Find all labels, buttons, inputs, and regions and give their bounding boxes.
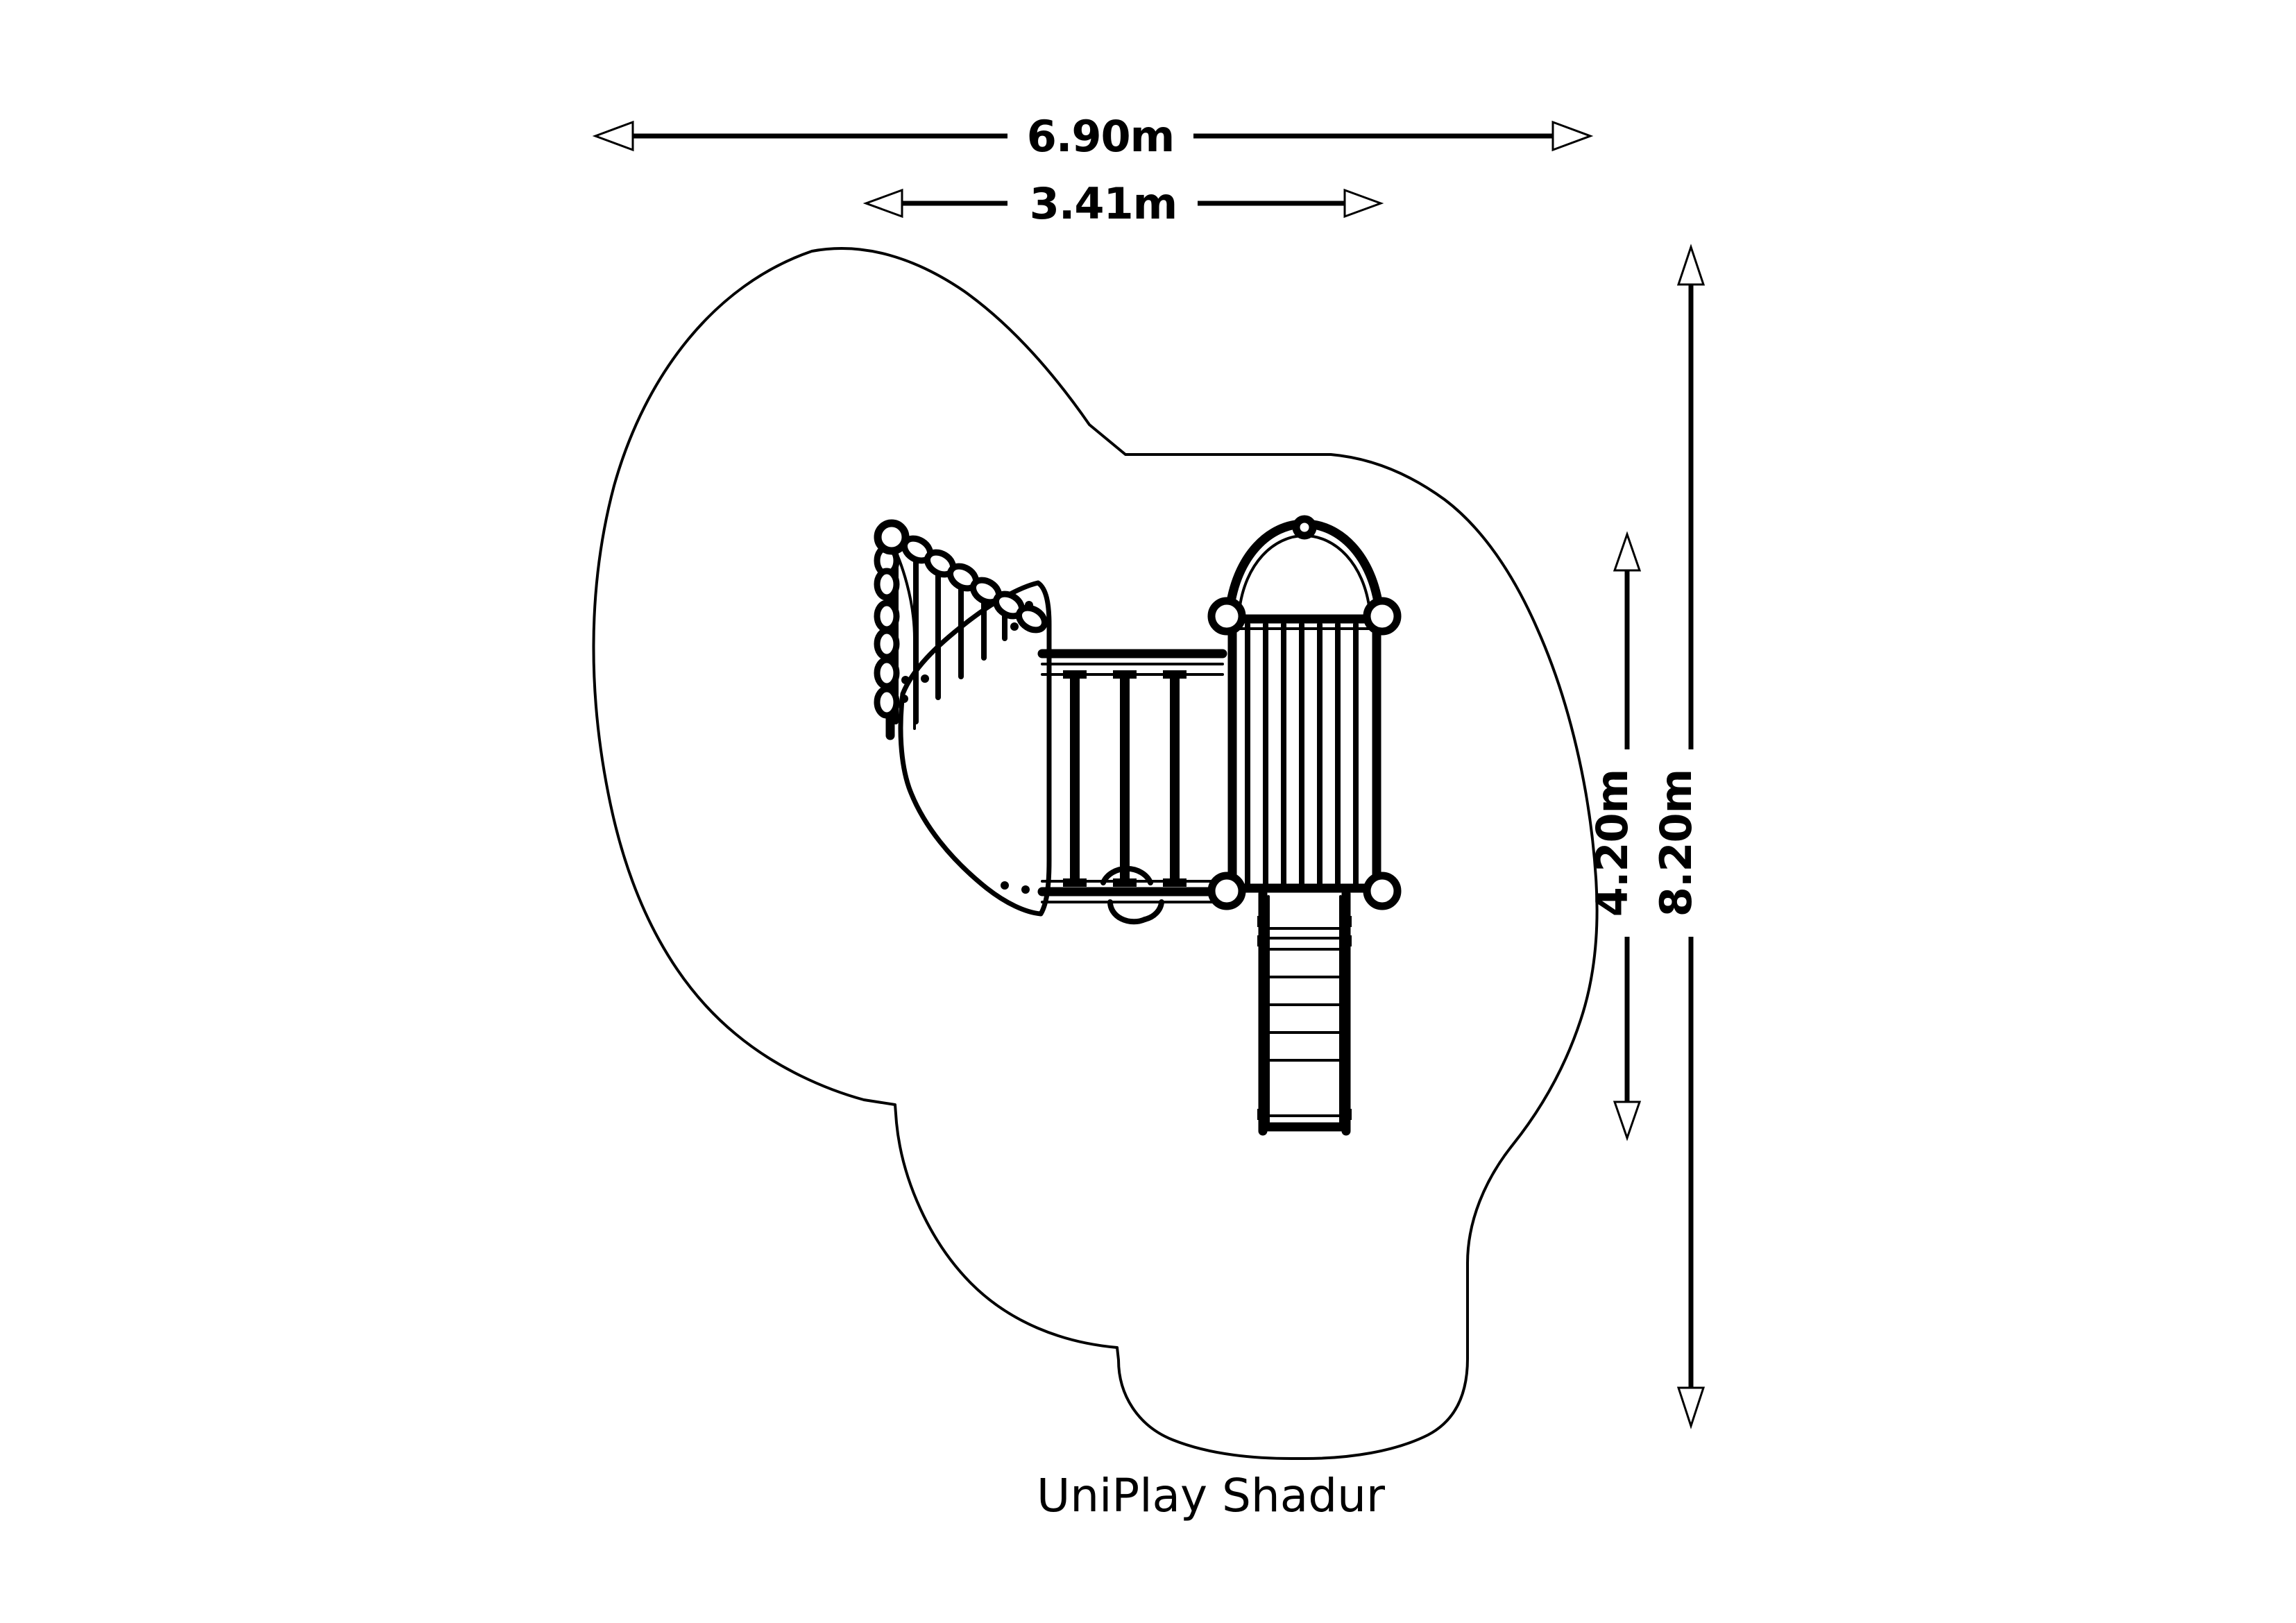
fixing-dot: [921, 674, 929, 683]
tower-node: [1207, 597, 1246, 636]
fixing-dot: [1010, 622, 1019, 631]
fixing-dot: [901, 676, 910, 684]
safety-zone-outline: [592, 247, 1599, 1460]
tower-deck-slats: [1245, 622, 1359, 890]
tower-node: [1207, 872, 1246, 910]
slide-chute: [1257, 889, 1352, 1136]
tower-with-arch: [1207, 515, 1402, 910]
bridge-bars: [1063, 670, 1187, 887]
arrow-down-icon: [1613, 1101, 1642, 1141]
arrow-right-icon: [1343, 188, 1384, 219]
rock-holds-vertical: [874, 544, 900, 719]
post-node: [874, 519, 910, 555]
arrow-up-icon: [1676, 244, 1706, 286]
dimension-equipment-width: 3.41m: [862, 178, 1384, 229]
rock-holds-angled: [901, 535, 1048, 634]
fixing-dot: [900, 695, 908, 703]
arrow-down-icon: [1676, 1386, 1706, 1429]
climbing-wall: [874, 519, 1052, 917]
dimension-overall-height-label: 8.20m: [1651, 770, 1701, 917]
dimension-overall-height: 8.20m: [1651, 244, 1706, 1429]
tower-node: [1363, 597, 1402, 636]
arrow-up-icon: [1613, 531, 1642, 572]
arrow-left-icon: [592, 120, 634, 152]
slide-rungs: [1261, 927, 1347, 1117]
arrow-left-icon: [862, 188, 903, 219]
dimension-equipment-width-label: 3.41m: [1030, 178, 1177, 229]
arrow-right-icon: [1551, 120, 1594, 152]
bridge-walkway: [1037, 649, 1227, 925]
dimension-equipment-height-label: 4.20m: [1587, 770, 1638, 917]
fixing-dot: [1001, 881, 1009, 890]
tower-node: [1363, 872, 1402, 910]
fixing-dot: [1021, 885, 1030, 894]
dimension-equipment-height: 4.20m: [1587, 531, 1642, 1141]
dimension-overall-width-label: 6.90m: [1027, 111, 1175, 162]
dimension-overall-width: 6.90m: [592, 111, 1594, 162]
drawing-title: UniPlay Shadur: [1037, 1469, 1386, 1522]
